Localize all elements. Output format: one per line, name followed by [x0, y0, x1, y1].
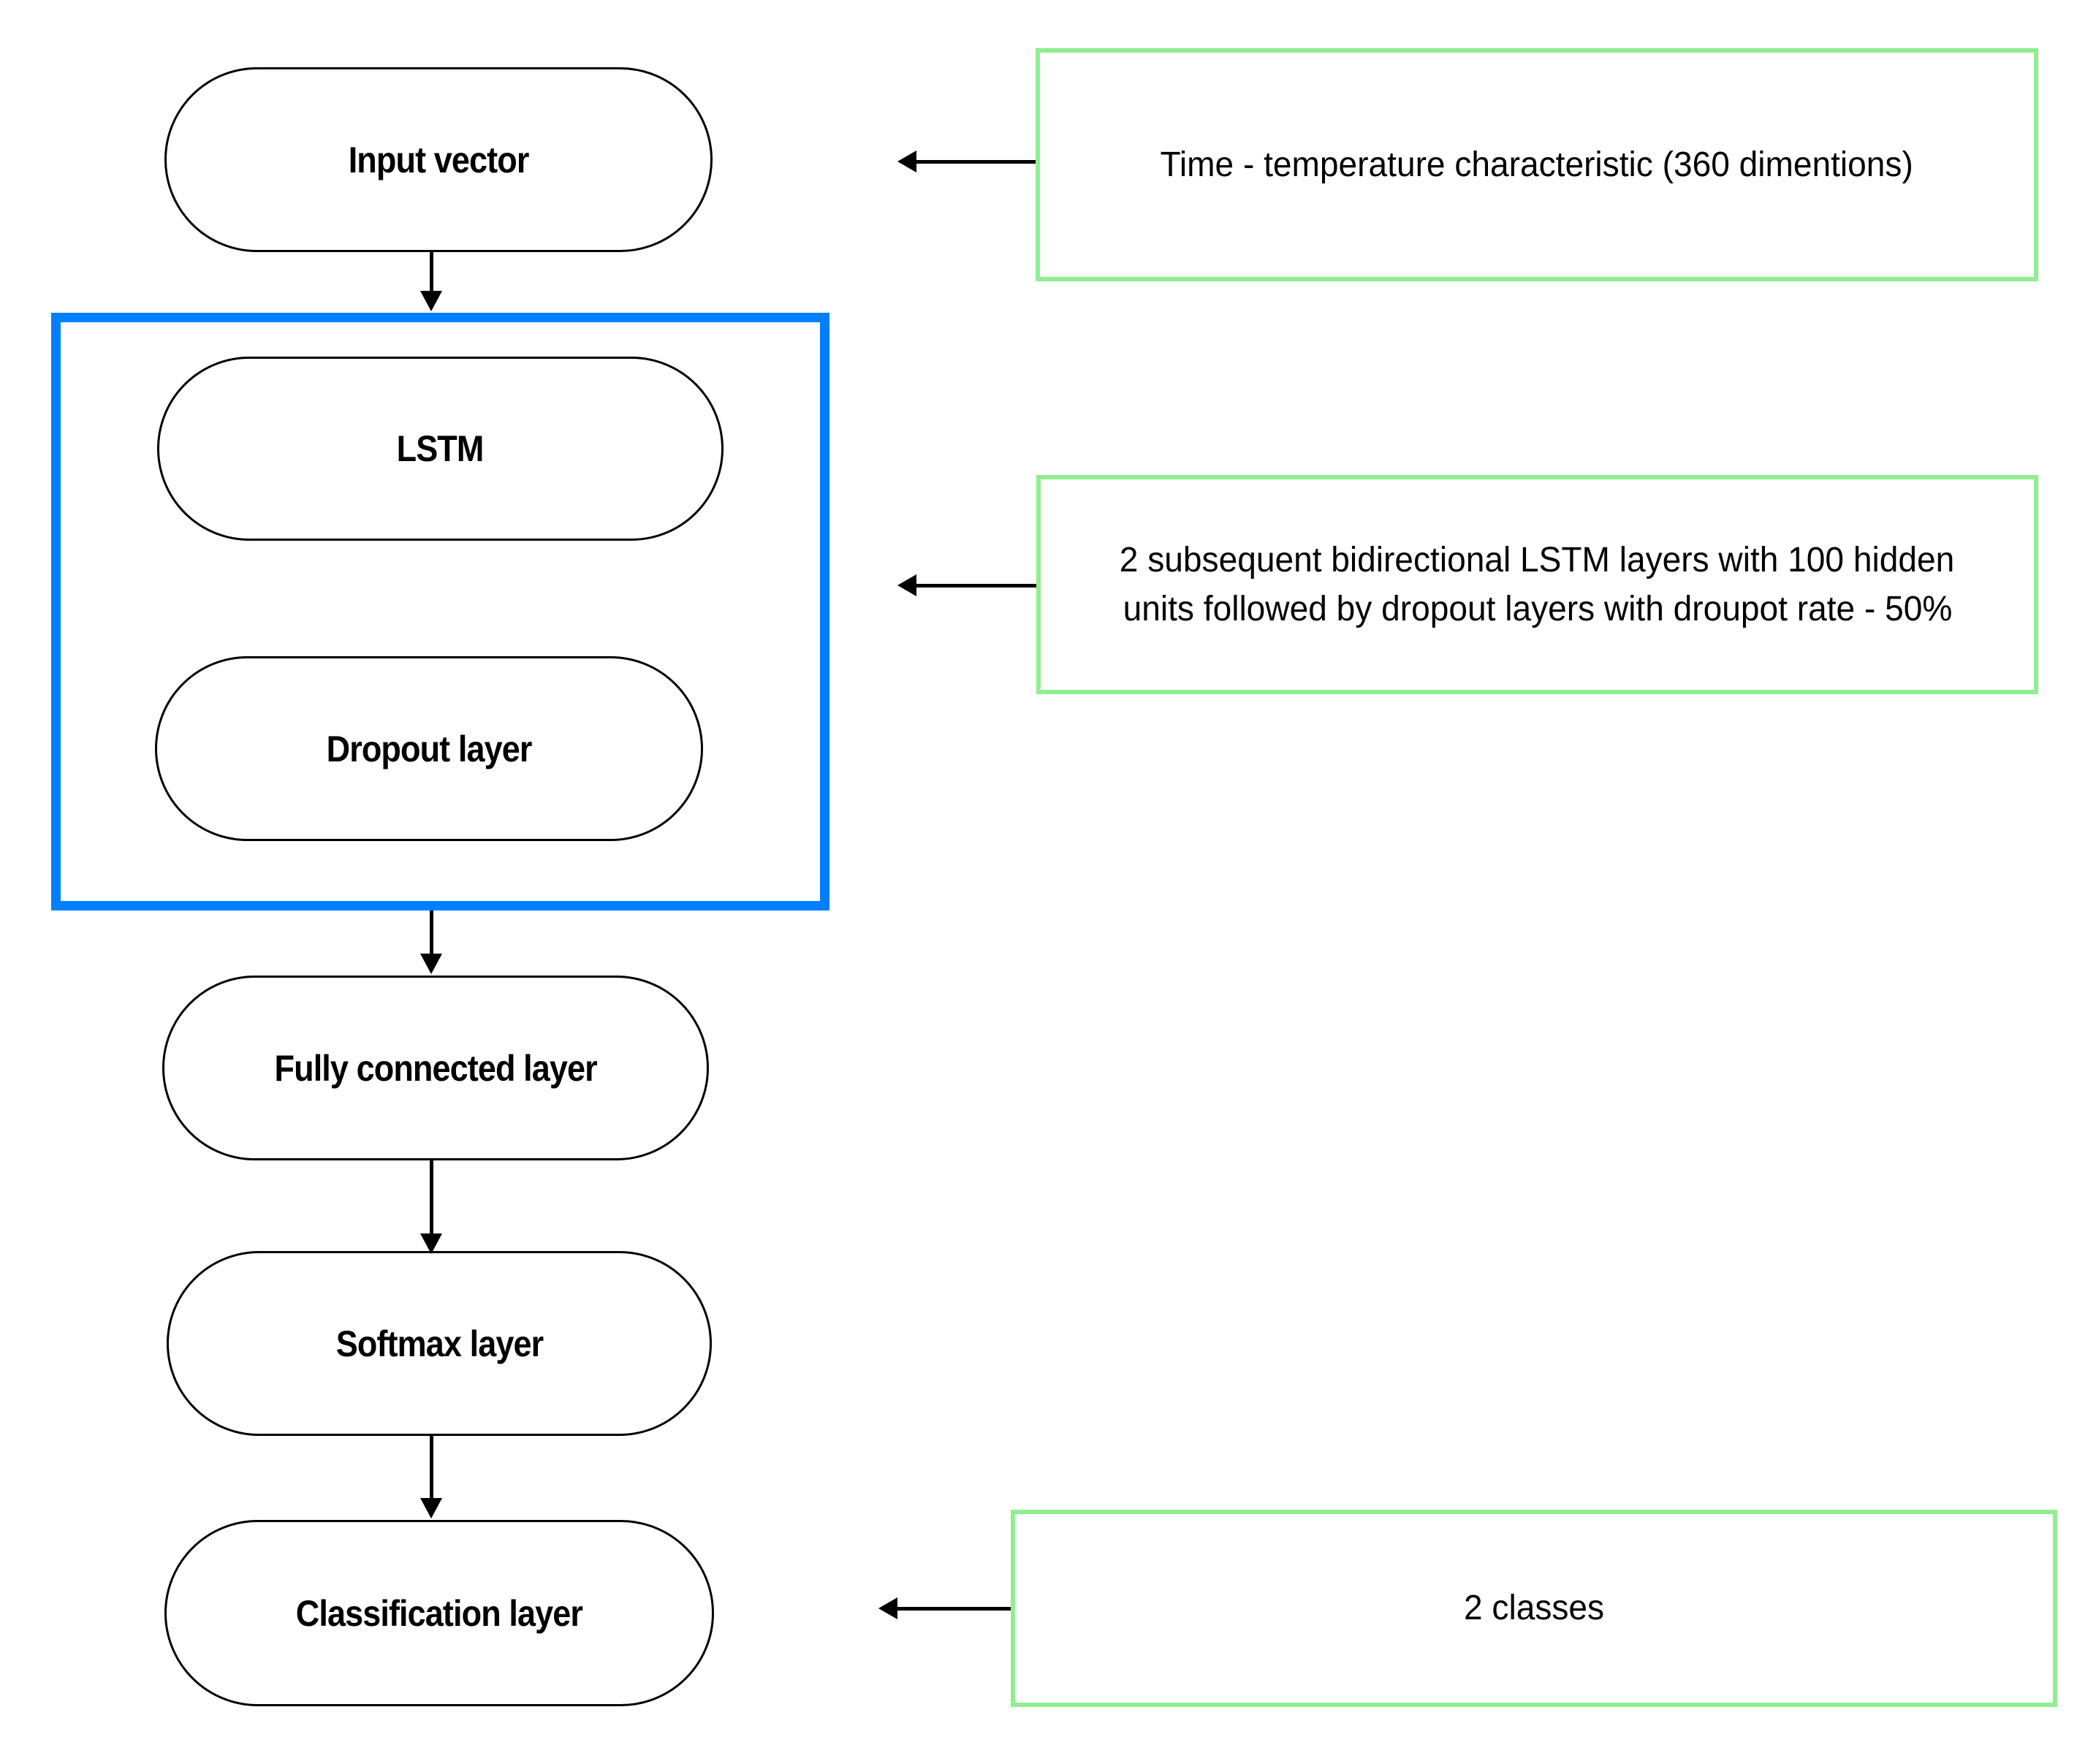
arrow-down-input-to-group-icon	[420, 252, 442, 311]
lstm-dropout-group-frame	[51, 313, 829, 910]
node-lstm-label: LSTM	[397, 428, 485, 469]
annotation-classes-text: 2 classes	[1463, 1589, 1605, 1628]
annotation-input-vector-text: Time - temperature characteristic (360 d…	[1160, 145, 1914, 184]
annotation-lstm-group-text-line2: units followed by dropout layers with dr…	[1123, 590, 1952, 628]
arrow-left-annotation-to-classification-icon	[878, 1597, 1011, 1619]
arrow-down-fully-connected-to-softmax-icon	[420, 1160, 442, 1254]
arrow-down-group-to-fully-connected-icon	[420, 910, 442, 974]
node-input-vector-label: Input vector	[348, 139, 530, 180]
node-fully-connected-layer-label: Fully connected layer	[274, 1047, 597, 1089]
node-input-vector: Input vector	[164, 67, 713, 252]
annotation-lstm-group-text-line1: 2 subsequent bidirectional LSTM layers w…	[1120, 540, 1955, 579]
node-dropout-layer-label: Dropout layer	[326, 728, 533, 769]
node-dropout-layer: Dropout layer	[155, 656, 703, 841]
arrow-down-softmax-to-classification-icon	[420, 1436, 442, 1518]
node-softmax-layer: Softmax layer	[167, 1251, 712, 1436]
node-lstm: LSTM	[157, 357, 724, 541]
arrow-left-annotation-to-group-icon	[897, 574, 1036, 596]
arrow-left-annotation-to-input-icon	[897, 151, 1036, 172]
annotation-box-classes: 2 classes	[1011, 1510, 2057, 1707]
node-classification-layer-label: Classification layer	[295, 1592, 583, 1634]
node-fully-connected-layer: Fully connected layer	[162, 976, 709, 1160]
annotation-box-lstm-group: 2 subsequent bidirectional LSTM layers w…	[1036, 475, 2038, 694]
node-softmax-layer-label: Softmax layer	[335, 1323, 543, 1364]
annotation-box-input-vector: Time - temperature characteristic (360 d…	[1036, 48, 2038, 281]
node-classification-layer: Classification layer	[164, 1520, 714, 1706]
